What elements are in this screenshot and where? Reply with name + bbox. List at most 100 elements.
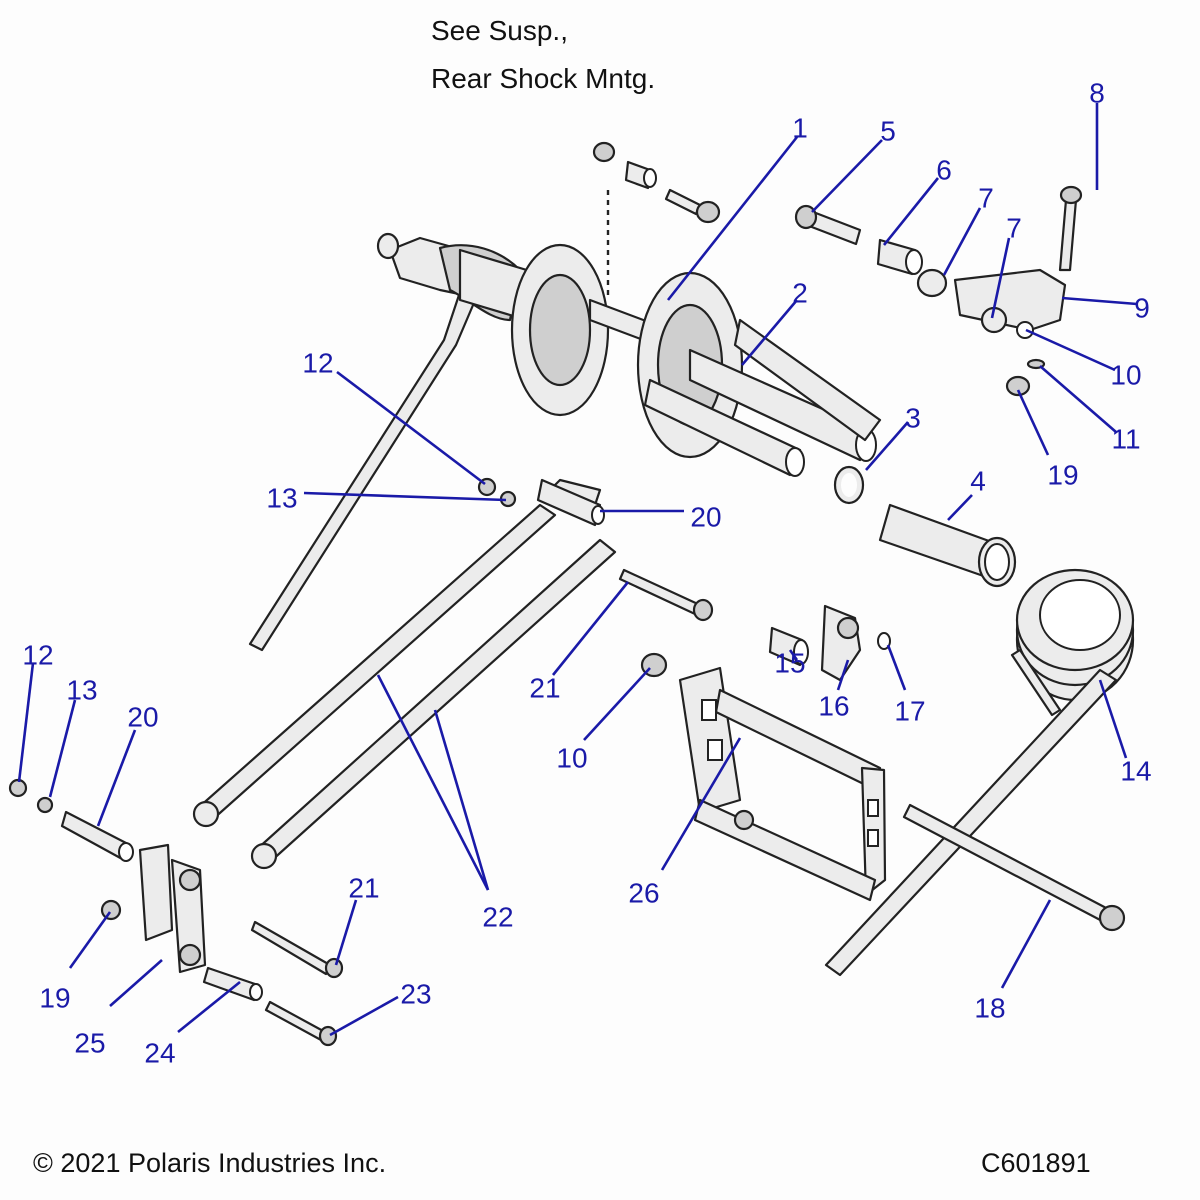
bolt-and-bushing bbox=[618, 568, 714, 678]
leader-line bbox=[882, 177, 940, 246]
callout-number: 3 bbox=[905, 402, 921, 433]
callout-number: 10 bbox=[1110, 359, 1141, 390]
callout-clamp-bolt: 8 bbox=[1089, 77, 1105, 190]
reference-note-line1: See Susp., bbox=[431, 15, 568, 46]
leader-line bbox=[1025, 328, 1116, 372]
leader-line bbox=[1098, 679, 1128, 759]
long-bolt bbox=[902, 803, 1126, 932]
callout-number: 22 bbox=[482, 901, 513, 932]
leader-line bbox=[865, 421, 909, 471]
callout-long-bolt: 18 bbox=[974, 899, 1052, 1023]
callout-rear-frame-cross-member: 26 bbox=[628, 737, 742, 908]
callout-bolt: 21 bbox=[334, 872, 380, 966]
leader-line bbox=[68, 911, 112, 969]
callout-spacer: 24 bbox=[144, 980, 241, 1068]
leader-line bbox=[947, 494, 973, 521]
callout-flanged-bushing: 6 bbox=[882, 154, 952, 246]
callout-number: 20 bbox=[127, 701, 158, 732]
callout-number: 11 bbox=[1111, 423, 1140, 454]
callout-number: 15 bbox=[774, 647, 805, 678]
callout-number: 23 bbox=[400, 978, 431, 1009]
leader-line bbox=[177, 980, 241, 1034]
callout-nut: 12 bbox=[17, 639, 54, 783]
callout-o-ring: 3 bbox=[865, 402, 921, 471]
leader-line bbox=[1039, 365, 1117, 433]
callout-bushing: 10 bbox=[1025, 328, 1142, 390]
callout-number: 21 bbox=[529, 672, 560, 703]
callout-number: 25 bbox=[74, 1027, 105, 1058]
callout-o-ring: 17 bbox=[886, 644, 926, 726]
leader-line bbox=[96, 729, 137, 827]
callout-number: 18 bbox=[974, 992, 1005, 1023]
leader-line bbox=[886, 644, 907, 691]
callout-pivot-arm: 9 bbox=[1061, 292, 1150, 323]
callout-number: 8 bbox=[1089, 77, 1105, 108]
sleeve-and-ring bbox=[833, 465, 1017, 588]
callout-number: 16 bbox=[818, 690, 849, 721]
cam-block-group bbox=[768, 604, 891, 682]
leader-line bbox=[334, 899, 358, 966]
callout-number: 21 bbox=[348, 872, 379, 903]
callout-number: 6 bbox=[936, 154, 952, 185]
leader-line bbox=[836, 659, 850, 691]
callout-number: 26 bbox=[628, 877, 659, 908]
callout-front-spring-retainer: 2 bbox=[741, 277, 808, 366]
callout-number: 17 bbox=[894, 695, 925, 726]
rear-shock-assembly bbox=[376, 232, 882, 477]
callout-number: 7 bbox=[1006, 212, 1022, 243]
reference-note-line2: Rear Shock Mntg. bbox=[431, 63, 656, 94]
callout-link-plate: 25 bbox=[74, 959, 163, 1058]
callout-spacer: 20 bbox=[600, 501, 722, 532]
leader-line bbox=[433, 709, 490, 891]
leader-line bbox=[1000, 899, 1052, 989]
leader-line bbox=[376, 674, 490, 891]
torsion-spring bbox=[824, 568, 1135, 977]
callout-number: 1 bbox=[792, 112, 808, 143]
leader-line bbox=[942, 207, 982, 276]
rear-frame bbox=[678, 666, 887, 902]
callout-shaft-sleeve: 4 bbox=[947, 465, 986, 521]
callout-number: 4 bbox=[970, 465, 986, 496]
callout-number: 2 bbox=[792, 277, 808, 308]
callout-number: 12 bbox=[22, 639, 53, 670]
leader-line bbox=[811, 139, 883, 213]
leader-line bbox=[48, 699, 77, 798]
callout-number: 5 bbox=[880, 115, 896, 146]
leader-line bbox=[1061, 296, 1138, 306]
callout-washer: 13 bbox=[48, 674, 98, 798]
callout-number: 19 bbox=[39, 982, 70, 1013]
callout-rear-shock-assembly: 1 bbox=[666, 112, 808, 301]
leader-line bbox=[583, 667, 651, 741]
callout-number: 20 bbox=[690, 501, 721, 532]
callout-slotted-link-arm: 22 bbox=[376, 674, 514, 932]
leader-line bbox=[551, 581, 630, 676]
callout-number: 9 bbox=[1134, 292, 1150, 323]
callout-nut: 12 bbox=[302, 347, 486, 486]
callout-number: 13 bbox=[266, 482, 297, 513]
diagram-id: C601891 bbox=[981, 1148, 1091, 1178]
leader-line bbox=[303, 491, 507, 502]
leader-line bbox=[1016, 389, 1050, 456]
leader-line bbox=[17, 662, 35, 783]
callout-cam-block: 16 bbox=[818, 659, 850, 721]
leader-line bbox=[660, 737, 742, 871]
callout-torsion-spring: 14 bbox=[1098, 679, 1152, 786]
callout-nut: 19 bbox=[39, 911, 112, 1013]
leader-line bbox=[788, 649, 799, 661]
pivot-group bbox=[794, 185, 1083, 397]
copyright-text: © 2021 Polaris Industries Inc. bbox=[33, 1148, 387, 1178]
leader-line bbox=[109, 959, 163, 1007]
callout-spacer: 15 bbox=[774, 647, 805, 678]
callout-number: 7 bbox=[978, 182, 994, 213]
leader-line bbox=[990, 237, 1011, 319]
lower-left-hardware bbox=[8, 778, 344, 1047]
spacer-hardware-top bbox=[477, 477, 605, 527]
callout-bushing: 10 bbox=[556, 667, 651, 773]
callout-bolt: 21 bbox=[529, 581, 630, 703]
callout-washer: 13 bbox=[266, 482, 507, 513]
callout-nut: 19 bbox=[1016, 389, 1079, 490]
callout-bushing: 7 bbox=[990, 212, 1022, 319]
top-hardware bbox=[592, 141, 721, 300]
